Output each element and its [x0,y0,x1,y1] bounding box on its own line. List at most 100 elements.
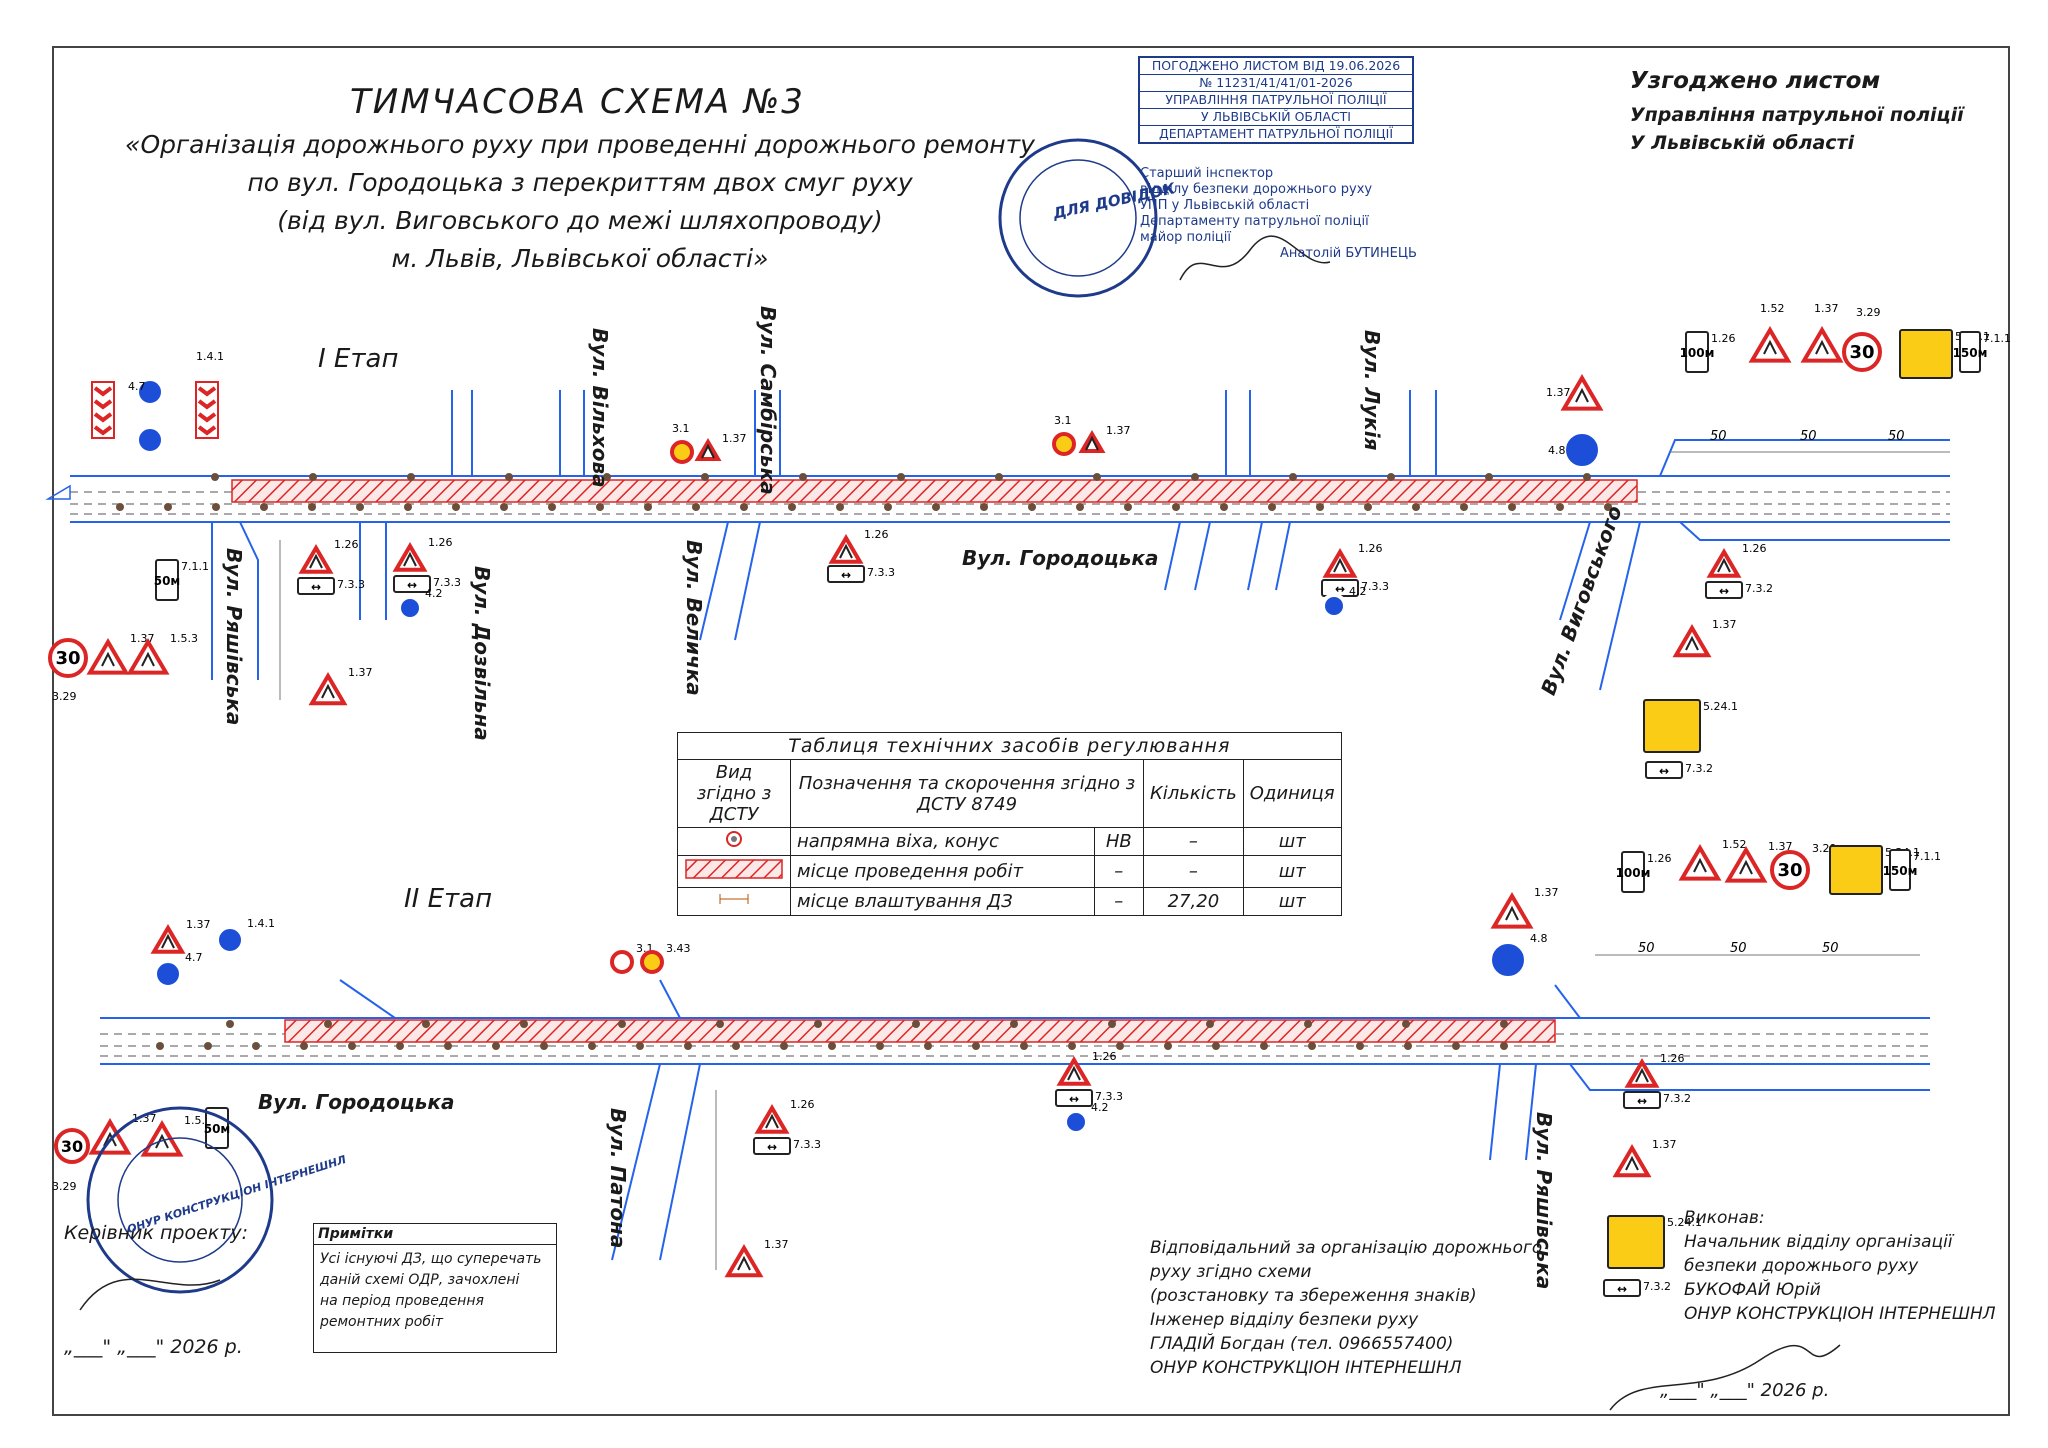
cone [1485,473,1493,481]
cone [684,1042,692,1050]
distance-label: 50 [1638,941,1655,956]
company-round-stamp [86,1106,274,1294]
no-overtaking-sign: 3.43 [640,942,691,974]
direction-plate-sign-8: ↔7.3.3 [1055,1089,1123,1107]
sign-label: 5.24.1 [1667,1216,1702,1229]
direction-plate-sign-5: ↔7.3.2 [1705,581,1773,599]
no-entry-sign-2: 3.1 [1052,414,1076,456]
sign-label: 1.37 [1814,302,1839,315]
cone [1387,473,1395,481]
drawing-frame [52,46,2010,1416]
cone [596,503,604,511]
sign-label: 4.7 [185,951,203,964]
cone [1604,503,1612,511]
table-row: місце проведення робіт – – шт [677,855,1342,888]
cone [211,473,219,481]
direction-plate-sign-3: ↔7.3.3 [827,565,895,583]
street-sambirska: Вул. Самбірська [756,306,780,495]
sign-label: 1.26 [1358,542,1383,555]
sign-label: 7.3.3 [793,1138,821,1151]
stage-1-label: I Етап [318,344,399,374]
table-header-quantity: Кількість [1143,759,1244,828]
sign-text: ↔ [1637,1094,1647,1108]
table-caption: Таблиця технічних засобів регулювання [677,732,1342,760]
road-narrows-sign: 1.52 [1748,302,1792,363]
cone [588,1042,596,1050]
cone [356,503,364,511]
cone [876,1042,884,1050]
sign-text: ↔ [1617,1282,1627,1296]
sign-label: 1.37 [1712,618,1737,631]
cone [348,1042,356,1050]
direction-plate-sign: ↔7.3.3 [297,577,365,595]
sign-label: 3.29 [52,1180,77,1193]
cone [912,1020,920,1028]
cone [603,473,611,481]
sign-text: ↔ [841,568,851,582]
signatures [79,235,1841,1411]
road-works-sign-6: 1.37 [1078,424,1131,453]
cone [1412,503,1420,511]
sign-text: ↔ [1335,582,1345,596]
cone [1191,473,1199,481]
cone [1020,1042,1028,1050]
stamp-org-1: УПРАВЛІННЯ ПАТРУЛЬНОЇ ПОЛІЦІЇ [1140,92,1412,109]
cone [1164,1042,1172,1050]
cone [396,1042,404,1050]
street-horodotska: Вул. Городоцька [962,546,1159,570]
two-way-traffic-sign-3: 1.26 [828,528,889,564]
stage2-work-zone [284,1019,1556,1043]
sign-label: 5.24.1 [1703,700,1738,713]
distance-label: 50 [1730,941,1747,956]
sign-text: ↔ [767,1140,777,1154]
table-header-unit: Одиниця [1242,759,1342,828]
sign-text: ↔ [1659,764,1669,778]
sign-label: 1.5.3 [170,632,198,645]
subtitle-line-1: «Організація дорожнього руху при проведе… [125,130,1035,159]
sign-text: 30 [55,648,80,669]
road-works-sign: 1.37 [1800,302,1844,363]
cone [116,503,124,511]
cone [780,1042,788,1050]
sign-label: 7.3.3 [433,576,461,589]
subtitle-line-3: (від вул. Виговського до межі шляхопрово… [277,206,883,235]
cone [548,503,556,511]
subtitle-line-2: по вул. Городоцька з перекриттям двох см… [247,168,913,197]
cone [226,1020,234,1028]
cone [1404,1042,1412,1050]
road-works-sign-9: 1.37 [1490,886,1559,929]
sign-label: 1.26 [1092,1050,1117,1063]
cone [814,1020,822,1028]
direction-plate-sign-10: ↔7.3.2 [1603,1279,1671,1297]
turn-right-sign-2: 4.2 [1321,585,1367,619]
cone [1364,503,1372,511]
sign-label: 1.4.1 [196,350,224,363]
manager-label: Керівник проекту: [64,1222,248,1244]
sign-text: ↔ [1069,1092,1079,1106]
cone [404,503,412,511]
sign-text: 100м [1680,346,1715,360]
approval-line-1: Узгоджено листом [1630,68,1881,94]
sign-label: 3.29 [1856,306,1881,319]
cone [444,1042,452,1050]
sign-label: 1.37 [722,432,747,445]
direction-plate-sign-2: ↔7.3.3 [393,575,461,593]
cone [1268,503,1276,511]
sign-label: 3.29 [52,690,77,703]
street-velychka: Вул. Величка [682,540,706,696]
two-way-traffic-sign-2: 1.26 [392,536,453,572]
cone [1220,503,1228,511]
sign-text: 30 [1849,342,1874,363]
sign-text: 50м [204,1122,231,1136]
table-header-type: Вид згідно з ДСТУ [677,759,791,828]
keep-right-sign-2: 4.7 [153,951,203,989]
cone [716,1020,724,1028]
direction-plate-sign-9: ↔7.3.2 [1623,1091,1691,1109]
cone [618,1020,626,1028]
cone [836,503,844,511]
keep-left-sign-3: 4.8 [1488,932,1548,980]
table-row: напрямна віха, конус НВ – шт [677,827,1342,856]
sign-label: 1.37 [764,1238,789,1251]
sign-label: 1.26 [334,538,359,551]
